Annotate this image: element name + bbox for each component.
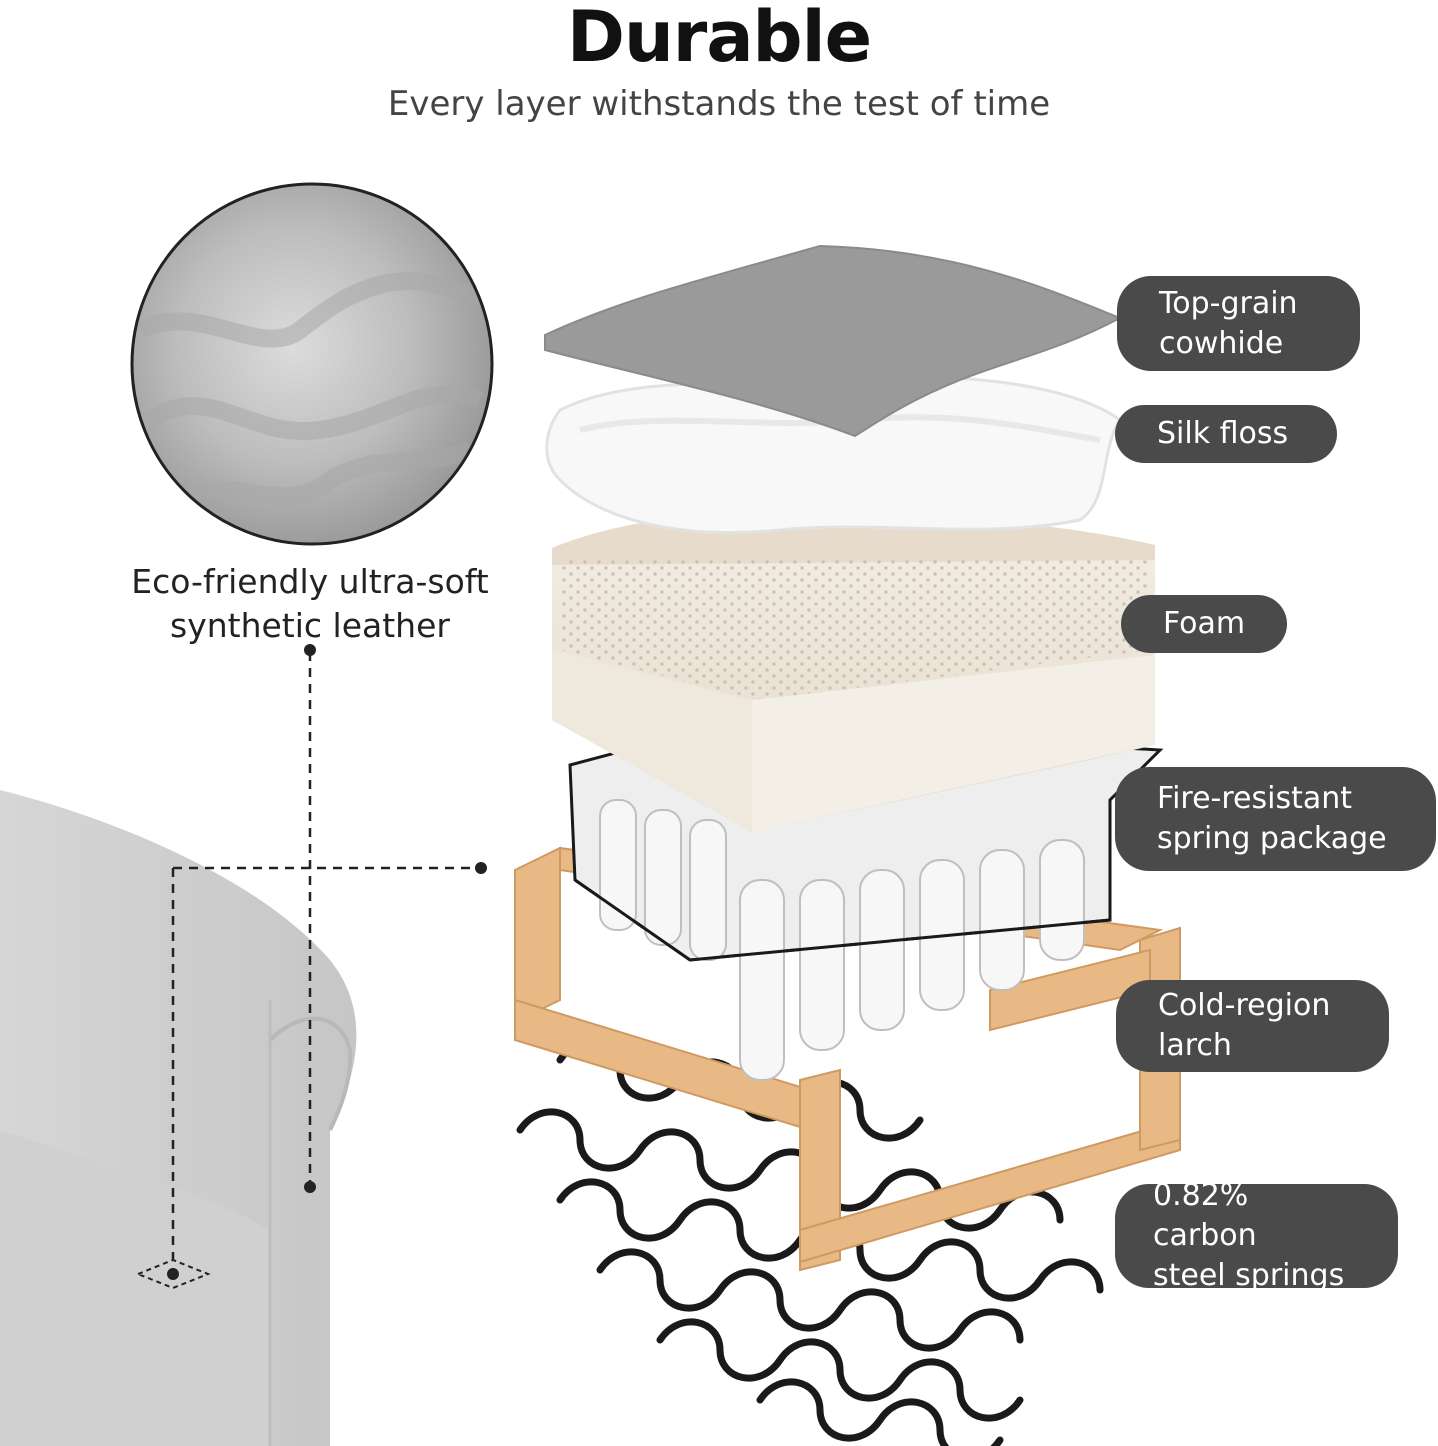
callout-lines bbox=[171, 652, 480, 1270]
layer-label-line: cowhide bbox=[1159, 325, 1284, 361]
layer-label-steel-springs: 0.82% carbon steel springs bbox=[1115, 1178, 1398, 1293]
cowhide-image bbox=[544, 244, 1123, 438]
layer-label-silk-floss: Silk floss bbox=[1115, 405, 1337, 463]
leather-caption-line1: Eco-friendly ultra-soft bbox=[131, 562, 489, 601]
layer-label-line: Foam bbox=[1163, 606, 1246, 641]
layer-label-top-grain-cowhide: Top-grain cowhide bbox=[1117, 276, 1360, 371]
layer-label-line: Cold-region bbox=[1158, 988, 1331, 1023]
leather-sample-image bbox=[130, 182, 494, 546]
callout-dot bbox=[304, 644, 316, 656]
leather-caption: Eco-friendly ultra-soft synthetic leathe… bbox=[100, 560, 520, 648]
foam-image bbox=[552, 512, 1155, 832]
callout-dot bbox=[304, 1181, 316, 1193]
sofa-arm-image bbox=[0, 790, 357, 1446]
page-title: Durable bbox=[566, 0, 872, 78]
layer-label-line: steel springs bbox=[1153, 1258, 1345, 1293]
layer-label-line: Silk floss bbox=[1157, 416, 1289, 451]
callout-dot bbox=[475, 862, 487, 874]
layer-label-line: Fire-resistant bbox=[1157, 781, 1353, 816]
leather-caption-line2: synthetic leather bbox=[170, 606, 450, 645]
layer-label-line: larch bbox=[1158, 1028, 1232, 1063]
layer-label-line: Top-grain bbox=[1159, 285, 1298, 321]
layer-label-line: spring package bbox=[1157, 821, 1387, 856]
layer-label-foam: Foam bbox=[1121, 595, 1287, 653]
layer-label-line: 0.82% carbon bbox=[1153, 1178, 1257, 1253]
page-subtitle: Every layer withstands the test of time bbox=[387, 84, 1051, 124]
layer-label-larch: Cold-region larch bbox=[1116, 980, 1389, 1072]
layer-label-spring-package: Fire-resistant spring package bbox=[1115, 767, 1436, 871]
eye-marker-icon bbox=[135, 1258, 211, 1290]
